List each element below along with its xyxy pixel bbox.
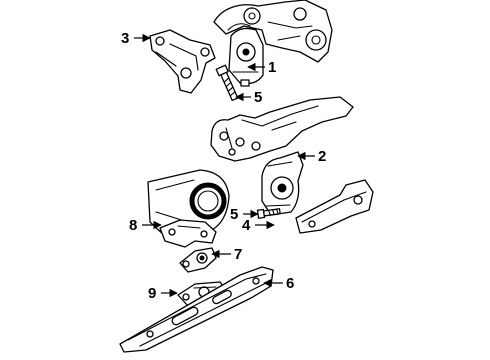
callout-label-5-upper: 5 <box>254 89 262 106</box>
callout-5-lower: 5 <box>230 206 259 223</box>
part-5-lower-bolt <box>256 208 281 219</box>
part-6-crossmember <box>119 266 274 353</box>
part-7-bracket <box>179 247 217 273</box>
callout-8: 8 <box>129 217 162 234</box>
callout-5-upper: 5 <box>235 89 262 106</box>
callout-9: 9 <box>148 285 178 302</box>
callout-4: 4 <box>242 217 275 234</box>
callout-label-1: 1 <box>268 59 276 76</box>
engine-block-middle <box>210 96 354 162</box>
callout-1: 1 <box>247 59 276 76</box>
callout-label-8: 8 <box>129 217 137 234</box>
callout-2: 2 <box>297 148 326 165</box>
callout-label-6: 6 <box>286 275 294 292</box>
part-1-engine-mount <box>228 27 264 87</box>
part-8-bracket <box>159 219 217 248</box>
callout-3: 3 <box>121 30 151 47</box>
part-5-upper-bolt <box>215 64 239 102</box>
part-2-mount <box>261 151 304 216</box>
engine-block-upper <box>213 0 333 63</box>
callout-label-7: 7 <box>234 246 242 263</box>
transmission-tail-housing <box>147 169 230 238</box>
callout-label-2: 2 <box>318 148 326 165</box>
part-3-bracket <box>149 29 216 94</box>
part-4-mount-bracket <box>295 179 374 234</box>
callout-7: 7 <box>211 246 242 263</box>
callout-6: 6 <box>263 275 294 292</box>
callout-label-3: 3 <box>121 30 129 47</box>
callout-label-5-lower: 5 <box>230 206 238 223</box>
callout-label-9: 9 <box>148 285 156 302</box>
callout-label-4: 4 <box>242 217 251 234</box>
